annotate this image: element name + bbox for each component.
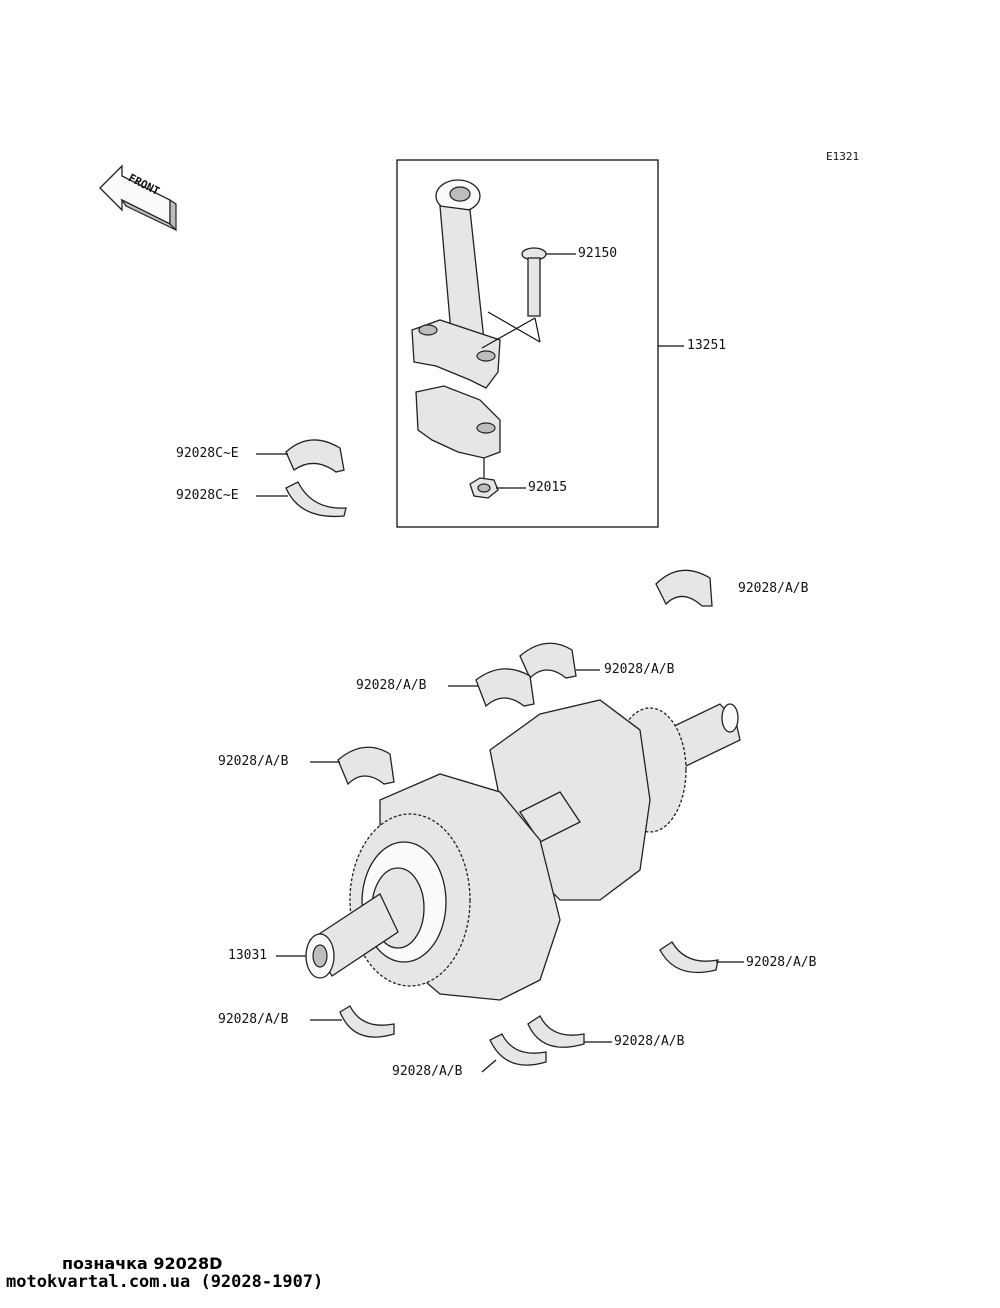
main-bearing-icon-5 bbox=[659, 941, 719, 974]
main-bearing-icon-6 bbox=[339, 1005, 395, 1038]
label-main-bearing-5[interactable]: 92028/A/B bbox=[746, 955, 817, 970]
conrod-bearing-lower-icon bbox=[285, 481, 347, 518]
main-bearing-shells bbox=[337, 569, 719, 1066]
footer-note: позначка 92028D bbox=[62, 1254, 223, 1273]
main-bearing-icon-7 bbox=[527, 1015, 585, 1048]
label-92028c-e-upper[interactable]: 92028C~E bbox=[176, 446, 239, 461]
label-main-bearing-7[interactable]: 92028/A/B bbox=[614, 1034, 685, 1049]
connecting-rod-icon bbox=[411, 179, 501, 459]
label-92150[interactable]: 92150 bbox=[578, 246, 618, 261]
main-bearing-icon-1 bbox=[655, 569, 713, 607]
leader-lines bbox=[256, 253, 744, 1073]
front-label-holder: FRONT bbox=[126, 171, 162, 198]
main-bearing-icon-2 bbox=[519, 642, 577, 680]
front-label: FRONT bbox=[126, 171, 162, 198]
main-bearing-icon-4 bbox=[337, 746, 395, 786]
label-main-bearing-1[interactable]: 92028/A/B bbox=[738, 581, 809, 596]
front-arrow-icon bbox=[99, 164, 177, 232]
label-main-bearing-6[interactable]: 92028/A/B bbox=[218, 1012, 289, 1027]
crankshaft-icon bbox=[305, 699, 741, 1001]
label-main-bearing-4[interactable]: 92028/A/B bbox=[218, 754, 289, 769]
label-92015[interactable]: 92015 bbox=[528, 480, 568, 495]
label-13251[interactable]: 13251 bbox=[687, 338, 727, 353]
label-13031[interactable]: 13031 bbox=[228, 948, 268, 963]
label-main-bearing-3[interactable]: 92028/A/B bbox=[356, 678, 427, 693]
conrod-nut-icon bbox=[469, 458, 499, 499]
main-bearing-icon-8 bbox=[489, 1033, 547, 1066]
label-main-bearing-2[interactable]: 92028/A/B bbox=[604, 662, 675, 677]
conrod-assembly-box bbox=[396, 159, 659, 528]
conrod-bearing-upper-icon bbox=[285, 439, 345, 473]
main-bearing-icon-3 bbox=[475, 668, 535, 708]
diagram-code: E1321 bbox=[826, 150, 860, 163]
label-main-bearing-8[interactable]: 92028/A/B bbox=[392, 1064, 463, 1079]
conrod-bolt-icon bbox=[481, 247, 547, 349]
label-92028c-e-lower[interactable]: 92028C~E bbox=[176, 488, 239, 503]
footer-source[interactable]: motokvartal.com.ua (92028-1907) bbox=[6, 1272, 324, 1292]
